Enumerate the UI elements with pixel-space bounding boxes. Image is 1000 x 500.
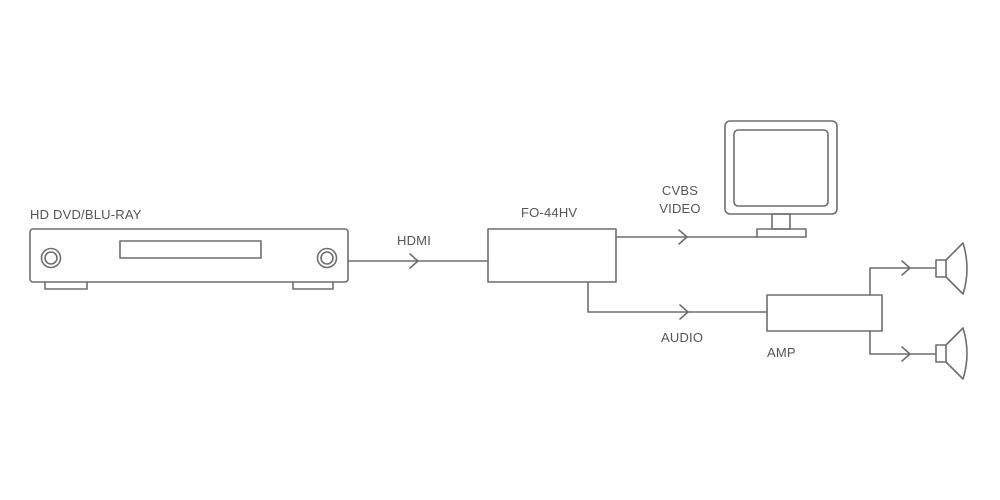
hdmi-cable bbox=[347, 253, 489, 269]
speaker-icon bbox=[935, 327, 968, 380]
video-label: VIDEO bbox=[659, 201, 701, 216]
arrow-icon bbox=[678, 229, 688, 245]
converter-box bbox=[487, 228, 617, 283]
dvd-player-icon bbox=[29, 228, 349, 290]
audio-cable bbox=[587, 281, 768, 320]
arrow-icon bbox=[901, 346, 911, 362]
converter-label: FO-44HV bbox=[521, 205, 578, 220]
arrow-icon bbox=[901, 260, 911, 276]
arrow-icon bbox=[409, 253, 419, 269]
amp-label: AMP bbox=[767, 345, 796, 360]
video-cable bbox=[615, 229, 758, 245]
arrow-icon bbox=[679, 304, 689, 320]
monitor-icon bbox=[724, 120, 838, 238]
cvbs-label: CVBS bbox=[661, 183, 699, 198]
speaker-cables bbox=[869, 260, 936, 362]
hdmi-label: HDMI bbox=[397, 233, 432, 248]
speaker-icon bbox=[935, 242, 968, 295]
amp-box bbox=[766, 294, 883, 332]
audio-label: AUDIO bbox=[661, 330, 704, 345]
source-label: HD DVD/BLU-RAY bbox=[30, 207, 142, 222]
